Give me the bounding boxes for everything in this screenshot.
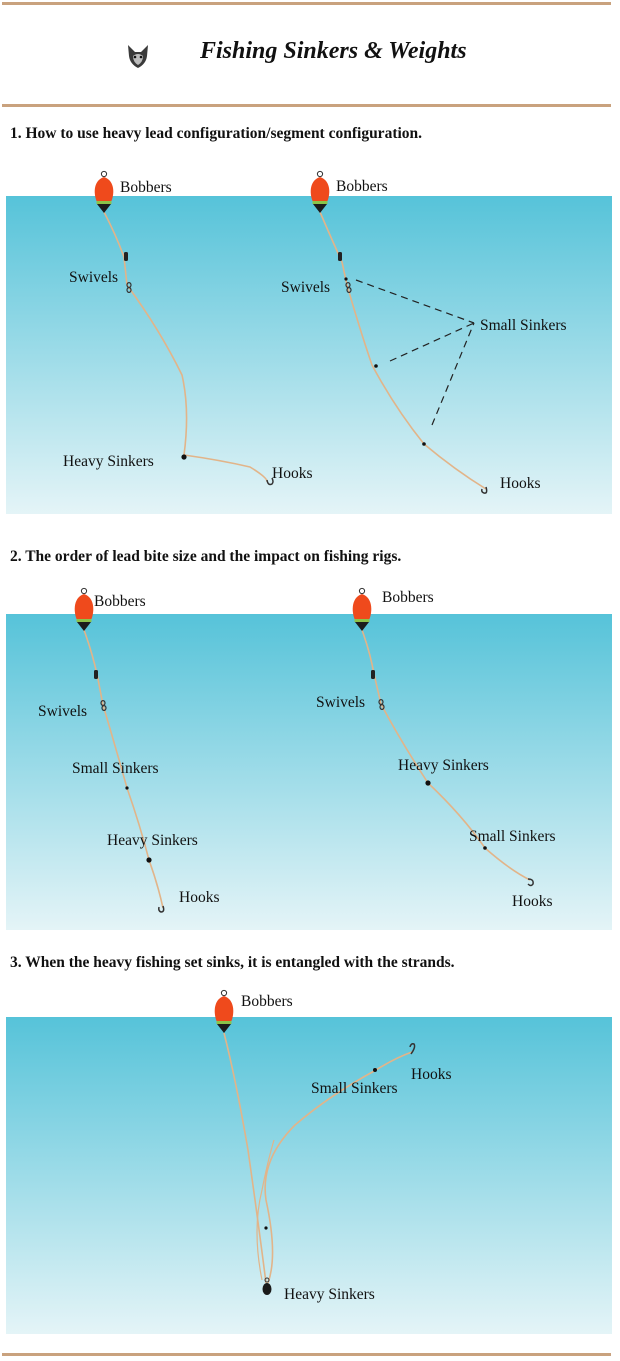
small-sinker-label: Small Sinkers — [469, 828, 556, 845]
swivel-label: Swivels — [281, 279, 330, 296]
heavy-sinker-label: Heavy Sinkers — [63, 453, 154, 470]
pointer-lines — [355, 279, 475, 426]
bobber-icon — [310, 170, 330, 213]
section-3-heading: 3. When the heavy fishing set sinks, it … — [10, 954, 455, 971]
bobber-icon — [214, 989, 234, 1033]
water-area — [6, 1017, 612, 1334]
page-title: Fishing Sinkers & Weights — [200, 38, 467, 64]
fishing-line — [223, 1032, 267, 1284]
hooks-label: Hooks — [179, 889, 219, 906]
fishing-line — [264, 1051, 413, 1284]
section-2-heading: 2. The order of lead bite size and the i… — [10, 548, 402, 565]
small-sinker — [374, 364, 378, 368]
bobber-icon — [94, 170, 114, 213]
heavy-sinker — [146, 857, 152, 863]
small-sinker-label: Small Sinkers — [311, 1080, 398, 1097]
section-2-diagram: Bobbers Swivels Small Sinkers Heavy Sink… — [6, 587, 612, 930]
tangled-strand — [256, 1139, 275, 1281]
water-area — [6, 614, 612, 930]
small-sinker-label: Small Sinkers — [72, 760, 159, 777]
hooks-label: Hooks — [411, 1066, 451, 1083]
heavy-sinker — [425, 780, 431, 786]
hook-icon — [409, 1043, 416, 1055]
heavy-sinker-label: Heavy Sinkers — [398, 757, 489, 774]
bottom-rule — [2, 1353, 611, 1356]
hook-icon — [527, 878, 534, 887]
swivel-icon — [338, 252, 342, 261]
fox-head-icon — [128, 45, 148, 68]
hooks-label: Hooks — [512, 893, 552, 910]
swivel-links-icon — [345, 282, 352, 294]
bobber-label: Bobbers — [241, 993, 293, 1010]
swivel-links-icon — [100, 699, 107, 711]
swivel-icon — [124, 252, 128, 261]
heavy-sinker — [262, 1277, 272, 1295]
swivel-icon — [94, 670, 98, 679]
swivel-links-icon — [378, 698, 385, 710]
section-1-diagram: Bobbers Swivels Heavy Sinkers Hooks Bobb… — [6, 170, 612, 514]
bobber-icon — [74, 587, 94, 631]
bobber-label: Bobbers — [382, 589, 434, 606]
hooks-label: Hooks — [272, 465, 312, 482]
swivel-label: Swivels — [316, 694, 365, 711]
small-sinker — [373, 1068, 377, 1072]
small-sinker — [483, 846, 487, 850]
bobber-label: Bobbers — [336, 178, 388, 195]
section-1-heading: 1. How to use heavy lead configuration/s… — [10, 125, 423, 142]
bobber-label: Bobbers — [94, 593, 146, 610]
top-rule — [2, 2, 611, 5]
small-sinker — [125, 786, 129, 790]
heavy-sinker-label: Heavy Sinkers — [107, 832, 198, 849]
hook-icon — [481, 486, 488, 494]
fishing-line — [103, 211, 268, 483]
water-area — [6, 196, 612, 514]
hooks-label: Hooks — [500, 475, 540, 492]
hook-icon — [266, 477, 274, 486]
swivel-label: Swivels — [38, 703, 87, 720]
small-sinker — [344, 277, 348, 281]
small-sinker-label: Small Sinkers — [480, 317, 567, 334]
hook-icon — [158, 905, 165, 913]
small-sinker — [422, 442, 426, 446]
section-3-diagram: Bobbers Small Sinkers Hooks Heavy Sinker… — [6, 989, 612, 1334]
bobber-icon — [352, 587, 372, 631]
heavy-sinker — [181, 454, 187, 460]
small-sinker — [264, 1226, 268, 1230]
header-rule — [2, 104, 611, 107]
swivel-links-icon — [126, 282, 132, 294]
swivel-label: Swivels — [69, 269, 118, 286]
heavy-sinker-label: Heavy Sinkers — [284, 1286, 375, 1303]
swivel-icon — [371, 670, 375, 679]
bobber-label: Bobbers — [120, 179, 172, 196]
